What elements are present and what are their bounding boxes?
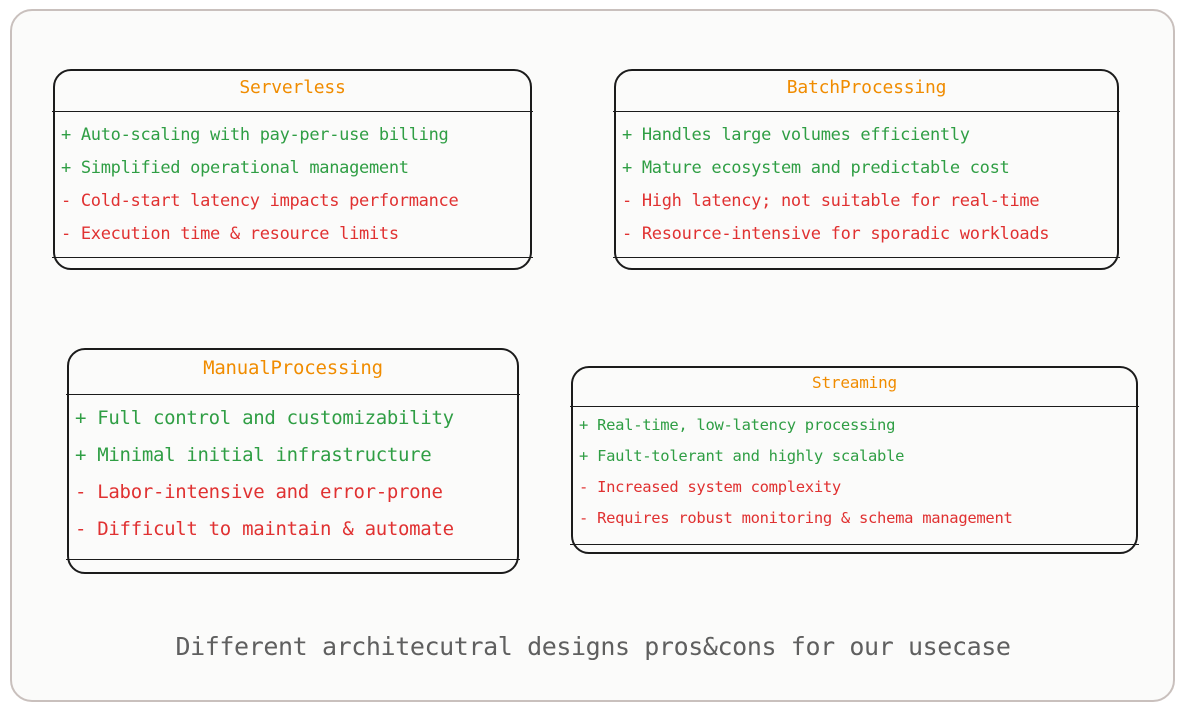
title-divider <box>570 406 1139 407</box>
con-item: - Cold-start latency impacts performance <box>61 191 459 211</box>
title-divider <box>613 111 1120 112</box>
pros-cons-list: + Full control and customizability + Min… <box>75 400 454 548</box>
bottom-divider <box>66 559 520 560</box>
card-title: ManualProcessing <box>203 357 383 379</box>
pro-item: + Minimal initial infrastructure <box>75 444 432 466</box>
card-batch-processing: BatchProcessing + Handles large volumes … <box>613 69 1120 270</box>
pro-item: + Mature ecosystem and predictable cost <box>622 158 1010 178</box>
bottom-divider <box>52 257 533 258</box>
con-item: - Labor-intensive and error-prone <box>75 481 443 503</box>
title-divider <box>52 111 533 112</box>
pros-cons-list: + Auto-scaling with pay-per-use billing … <box>61 119 459 251</box>
card-serverless: Serverless + Auto-scaling with pay-per-u… <box>52 69 533 270</box>
pro-item: + Simplified operational management <box>61 158 409 178</box>
con-item: - Execution time & resource limits <box>61 224 399 244</box>
pro-item: + Full control and customizability <box>75 407 454 429</box>
con-item: - Increased system complexity <box>579 478 841 496</box>
card-manual-processing: ManualProcessing + Full control and cust… <box>66 348 520 574</box>
pro-item: + Real-time, low-latency processing <box>579 416 896 434</box>
con-item: - High latency; not suitable for real-ti… <box>622 191 1040 211</box>
diagram-caption: Different architecutral designs pros&con… <box>175 632 1011 661</box>
card-title: Streaming <box>812 373 897 392</box>
card-title: BatchProcessing <box>786 77 947 98</box>
bottom-divider <box>570 544 1139 545</box>
pros-cons-list: + Real-time, low-latency processing + Fa… <box>579 410 1013 534</box>
pro-item: + Fault-tolerant and highly scalable <box>579 447 905 465</box>
card-title: Serverless <box>239 77 346 98</box>
pro-item: + Auto-scaling with pay-per-use billing <box>61 125 449 145</box>
pro-item: + Handles large volumes efficiently <box>622 125 970 145</box>
bottom-divider <box>613 257 1120 258</box>
con-item: - Difficult to maintain & automate <box>75 518 454 540</box>
con-item: - Requires robust monitoring & schema ma… <box>579 509 1013 527</box>
con-item: - Resource-intensive for sporadic worklo… <box>622 224 1050 244</box>
card-streaming: Streaming + Real-time, low-latency proce… <box>570 366 1139 554</box>
title-divider <box>66 394 520 395</box>
pros-cons-list: + Handles large volumes efficiently + Ma… <box>622 119 1050 251</box>
